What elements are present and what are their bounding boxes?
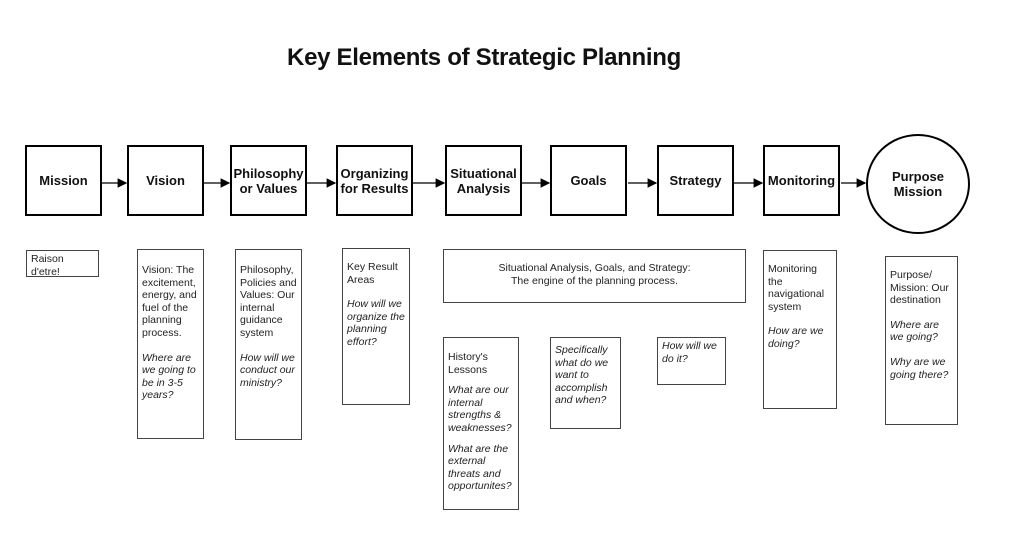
note-engine-line1: Situational Analysis, Goals, and Strateg…	[498, 262, 691, 274]
step-monitoring: Monitoring	[763, 145, 840, 216]
note-mission: Raison d'etre!	[26, 250, 99, 278]
note-strategy: How will we do it?	[657, 337, 726, 385]
note-monitoring-text: Monitoring the navigational system	[768, 263, 825, 313]
step-philosophy: Philosophy or Values	[230, 145, 307, 216]
step-vision: Vision	[127, 145, 204, 216]
note-goals-question: Specifically what do we want to accompli…	[555, 344, 609, 407]
note-mission-text: Raison d'etre!	[31, 253, 64, 278]
note-vision-text: Vision: The excitement, energy, and fuel…	[142, 264, 197, 339]
step-goals: Goals	[550, 145, 627, 216]
note-purpose-question2: Why are we going there?	[890, 355, 949, 381]
note-situational-question2: What are the external threats and opport…	[448, 442, 512, 493]
step-situational-analysis: Situational Analysis	[445, 145, 522, 216]
note-purpose: Purpose/ Mission: Our destination Where …	[885, 256, 958, 425]
note-monitoring: Monitoring the navigational system How a…	[763, 250, 837, 409]
note-vision-question: Where are we going to be in 3-5 years?	[142, 351, 196, 402]
note-organizing-question: How will we organize the planning effort…	[347, 298, 405, 348]
note-situational-text: History's Lessons	[448, 351, 488, 376]
note-engine-line2: The engine of the planning process.	[511, 274, 678, 287]
purpose-mission-label: Purpose Mission	[891, 169, 944, 199]
note-philosophy: Philosophy, Policies and Values: Our int…	[235, 249, 302, 440]
step-mission: Mission	[25, 145, 102, 216]
note-strategy-question: How will we do it?	[662, 340, 717, 365]
note-situational: History's Lessons What are our internal …	[443, 337, 519, 510]
note-organizing: Key Result Areas How will we organize th…	[342, 248, 410, 405]
note-engine: Situational Analysis, Goals, and Strateg…	[443, 249, 746, 303]
diagram-title: Key Elements of Strategic Planning	[287, 44, 681, 71]
note-organizing-text: Key Result Areas	[347, 261, 398, 286]
note-purpose-text: Purpose/ Mission: Our destination	[890, 269, 949, 307]
note-situational-question1: What are our internal strengths & weakne…	[448, 384, 512, 434]
step-strategy: Strategy	[657, 145, 734, 216]
step-purpose-mission: Purpose Mission	[866, 134, 970, 234]
note-philosophy-text: Philosophy, Policies and Values: Our int…	[240, 264, 297, 339]
step-organizing: Organizing for Results	[336, 145, 413, 216]
note-philosophy-question: How will we conduct our ministry?	[240, 351, 295, 389]
note-purpose-question1: Where are we going?	[890, 318, 940, 344]
note-goals: Specifically what do we want to accompli…	[550, 337, 621, 429]
note-monitoring-question: How are we doing?	[768, 325, 824, 350]
note-vision: Vision: The excitement, energy, and fuel…	[137, 249, 204, 439]
